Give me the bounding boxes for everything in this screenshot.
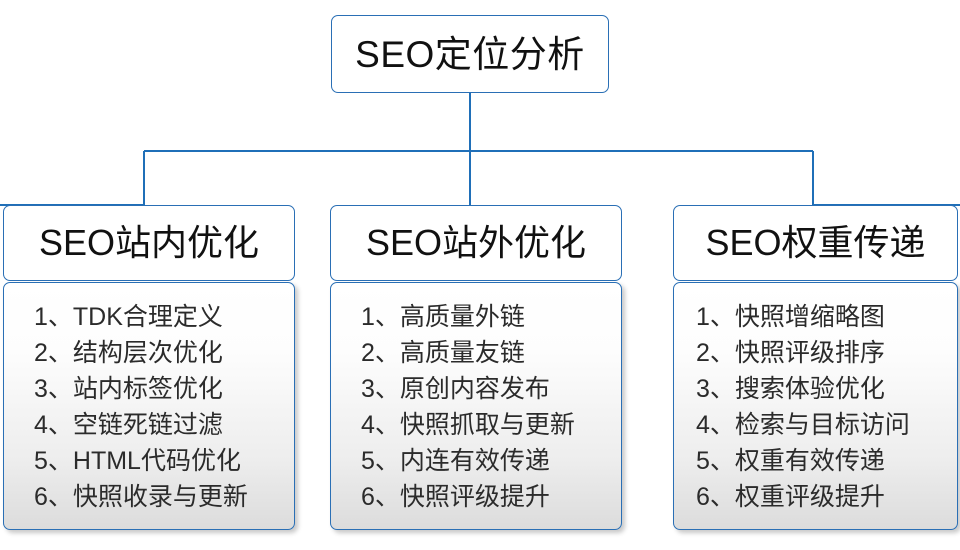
list-item: 4、空链死链过滤: [34, 411, 223, 439]
list-item: 3、站内标签优化: [34, 375, 223, 403]
list-item: 5、HTML代码优化: [34, 447, 241, 475]
list-item: 6、快照收录与更新: [34, 483, 248, 511]
branch-header-2-label: SEO站外优化: [365, 222, 587, 263]
list-item: 3、原创内容发布: [361, 375, 550, 403]
branch-column-2: SEO站外优化 1、高质量外链 2、高质量友链 3、原创内容发布 4、快照抓取与…: [330, 205, 622, 530]
branch-header-3-label: SEO权重传递: [705, 222, 926, 263]
list-item: 1、快照增缩略图: [696, 303, 885, 331]
branch-panel-1: 1、TDK合理定义 2、结构层次优化 3、站内标签优化 4、空链死链过滤 5、H…: [3, 282, 295, 530]
branch-panel-3: 1、快照增缩略图 2、快照评级排序 3、搜索体验优化 4、检索与目标访问 5、权…: [673, 282, 958, 530]
list-item: 5、内连有效传递: [361, 447, 550, 475]
branch-header-1[interactable]: SEO站内优化: [3, 205, 295, 281]
list-item: 1、TDK合理定义: [34, 303, 223, 331]
branch-1-list: 1、TDK合理定义 2、结构层次优化 3、站内标签优化 4、空链死链过滤 5、H…: [4, 299, 294, 515]
list-item: 2、快照评级排序: [696, 339, 885, 367]
branch-3-list: 1、快照增缩略图 2、快照评级排序 3、搜索体验优化 4、检索与目标访问 5、权…: [674, 299, 957, 515]
list-item: 6、权重评级提升: [696, 483, 885, 511]
list-item: 3、搜索体验优化: [696, 375, 885, 403]
list-item: 4、快照抓取与更新: [361, 411, 575, 439]
list-item: 1、高质量外链: [361, 303, 525, 331]
root-node-label: SEO定位分析: [355, 33, 585, 75]
list-item: 2、高质量友链: [361, 339, 525, 367]
branch-panel-2: 1、高质量外链 2、高质量友链 3、原创内容发布 4、快照抓取与更新 5、内连有…: [330, 282, 622, 530]
root-node[interactable]: SEO定位分析: [331, 15, 609, 93]
list-item: 6、快照评级提升: [361, 483, 550, 511]
branch-header-2[interactable]: SEO站外优化: [330, 205, 622, 281]
list-item: 4、检索与目标访问: [696, 411, 910, 439]
branch-header-1-label: SEO站内优化: [38, 222, 260, 263]
branch-column-1: SEO站内优化 1、TDK合理定义 2、结构层次优化 3、站内标签优化 4、空链…: [3, 205, 295, 530]
list-item: 5、权重有效传递: [696, 447, 885, 475]
branch-header-3[interactable]: SEO权重传递: [673, 205, 958, 281]
branch-2-list: 1、高质量外链 2、高质量友链 3、原创内容发布 4、快照抓取与更新 5、内连有…: [331, 299, 621, 515]
branch-column-3: SEO权重传递 1、快照增缩略图 2、快照评级排序 3、搜索体验优化 4、检索与…: [673, 205, 958, 530]
list-item: 2、结构层次优化: [34, 339, 223, 367]
